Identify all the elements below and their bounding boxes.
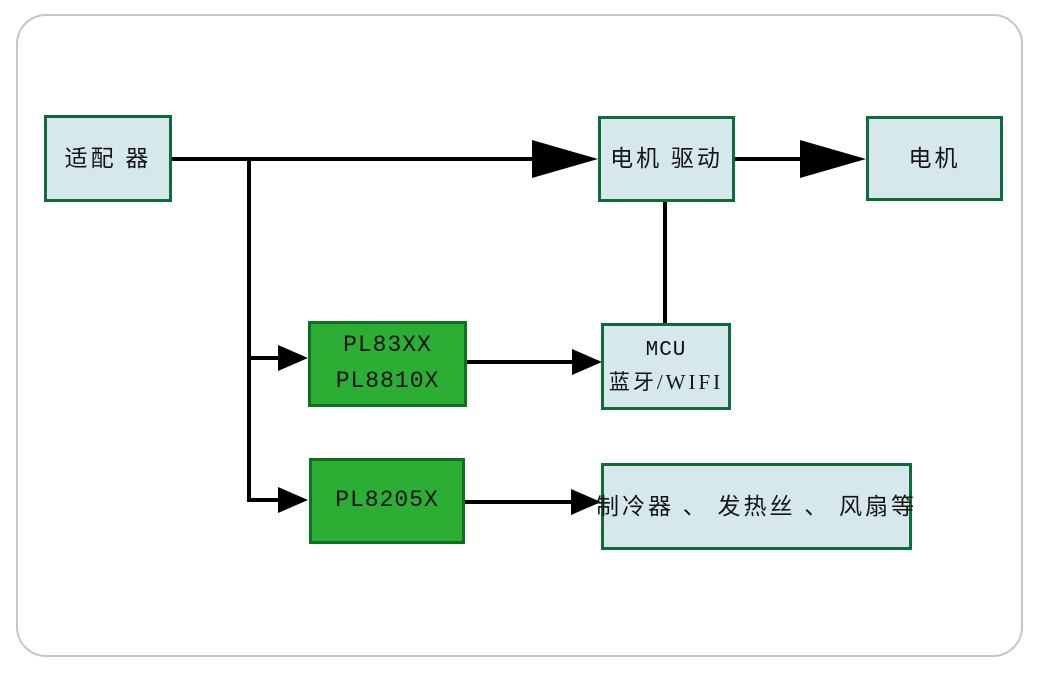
connector-motor-drive-to-mcu xyxy=(663,202,667,323)
mcu-label-line2: 蓝牙/WIFI xyxy=(608,369,724,394)
loads-label: 制冷器 、 发热丝 、 风扇等 xyxy=(596,493,917,519)
loads-box: 制冷器 、 发热丝 、 风扇等 xyxy=(596,463,914,550)
arrowhead-into-mcu xyxy=(572,349,602,375)
mcu-bluetooth-wifi-box: MCU 蓝牙/WIFI xyxy=(601,323,731,410)
connector-branch-to-pl83 xyxy=(249,356,279,360)
pl8205x-label: PL8205X xyxy=(335,487,439,514)
adapter-label: 适配 器 xyxy=(64,145,152,171)
connector-adapter-to-motor-drive xyxy=(172,157,532,161)
pl83xx-label-line2: PL8810X xyxy=(335,368,440,394)
mcu-label-line1: MCU xyxy=(645,339,687,362)
arrowhead-into-pl83 xyxy=(278,345,308,371)
arrowhead-into-loads xyxy=(571,489,601,515)
arrowhead-into-motor-drive xyxy=(532,140,598,178)
motor-label: 电机 xyxy=(908,145,961,171)
connector-branch-to-pl8205 xyxy=(249,498,279,502)
adapter-box: 适配 器 xyxy=(44,115,172,202)
motor-box: 电机 xyxy=(866,116,1003,201)
motor-drive-box: 电机 驱动 xyxy=(598,116,735,202)
diagram-outer-frame xyxy=(16,14,1023,657)
pl83xx-chip-box: PL83XX PL8810X xyxy=(308,321,467,407)
motor-drive-label: 电机 驱动 xyxy=(610,146,723,172)
connector-pl8205-to-loads xyxy=(465,500,572,504)
arrowhead-into-pl8205 xyxy=(278,487,308,513)
pl83xx-label-line1: PL83XX xyxy=(343,332,432,359)
connector-motor-drive-to-motor xyxy=(735,157,801,161)
arrowhead-into-motor xyxy=(800,140,866,178)
connector-pl83-to-mcu xyxy=(467,360,573,364)
pl8205x-chip-box: PL8205X xyxy=(309,458,465,544)
connector-branch-vertical xyxy=(247,157,251,502)
